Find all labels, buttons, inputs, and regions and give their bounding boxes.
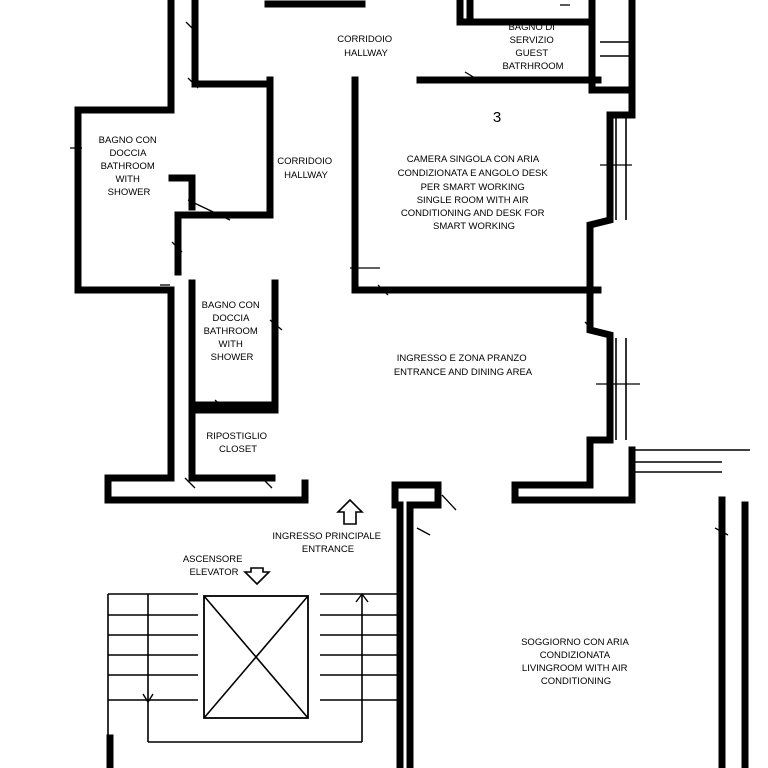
door-mark	[464, 71, 476, 79]
door-mark	[441, 494, 457, 511]
wall-guest-bath	[456, 0, 596, 26]
label-single-room: CAMERA SINGOLA CON ARIA CONDIZIONATA E A…	[398, 154, 551, 232]
door-mark	[261, 477, 273, 489]
wall-bath-left-right	[168, 174, 196, 211]
room-labels: CORRIDOIO HALLWAY BAGNO DI SERVIZIO GUES…	[99, 22, 631, 687]
label-bath-left: BAGNO CON DOCCIA BATHROOM WITH SHOWER	[99, 135, 160, 198]
label-main-entrance: INGRESSO PRINCIPALE ENTRANCE	[272, 531, 383, 555]
windows	[600, 41, 750, 473]
wall-bath-center	[188, 279, 279, 409]
wall-top-left-stub	[191, 0, 274, 88]
door-mark	[187, 77, 199, 89]
door-mark	[171, 241, 183, 253]
stair-arrow-icon	[355, 592, 369, 603]
wall-entrance-left	[391, 481, 442, 768]
walls	[74, 0, 749, 768]
label-hallway-top: CORRIDOIO HALLWAY	[337, 34, 395, 59]
wall-corridor-mid	[174, 76, 274, 276]
door-mark	[584, 321, 596, 333]
wall-closet	[188, 406, 276, 482]
elevator-cross	[203, 595, 309, 719]
label-closet: RIPOSTIGLIO CLOSET	[206, 431, 269, 455]
door-mark	[269, 319, 283, 331]
wall-right-exterior-lower	[511, 291, 636, 504]
door-mark	[416, 527, 431, 536]
wall-right-exterior	[586, 86, 636, 294]
stair-arrow-icon	[142, 693, 154, 704]
wall-left-wing-upper	[74, 0, 309, 504]
elevator-shaft	[203, 595, 309, 719]
stairs-right	[320, 594, 400, 742]
stairs-left	[108, 594, 198, 742]
wall-right-exterior-top	[588, 0, 636, 94]
wall-room3-left	[351, 76, 602, 294]
label-hallway-mid: CORRIDOIO HALLWAY	[277, 156, 335, 181]
elevator-arrow-icon	[243, 567, 271, 586]
doors	[70, 4, 729, 536]
door-mark	[377, 284, 389, 296]
label-elevator: ASCENSORE ELEVATOR	[183, 554, 245, 578]
door-mark	[714, 527, 729, 536]
door-mark	[184, 477, 196, 489]
label-bath-center: BAGNO CON DOCCIA BATHROOM WITH SHOWER	[202, 300, 263, 363]
label-entrance-dining: INGRESSO E ZONA PRANZO ENTRANCE AND DINI…	[394, 353, 533, 378]
label-room-number: 3	[493, 109, 501, 126]
entrance-arrow-icon	[336, 498, 364, 525]
door-mark	[187, 199, 231, 221]
door-mark	[214, 399, 229, 413]
door-mark	[185, 21, 197, 33]
label-living-room: SOGGIORNO CON ARIA CONDIZIONATA LIVINGRO…	[521, 637, 631, 687]
label-guest-bath: BAGNO DI SERVIZIO GUEST BATRHROOM	[502, 22, 563, 72]
stairwell	[107, 592, 400, 768]
